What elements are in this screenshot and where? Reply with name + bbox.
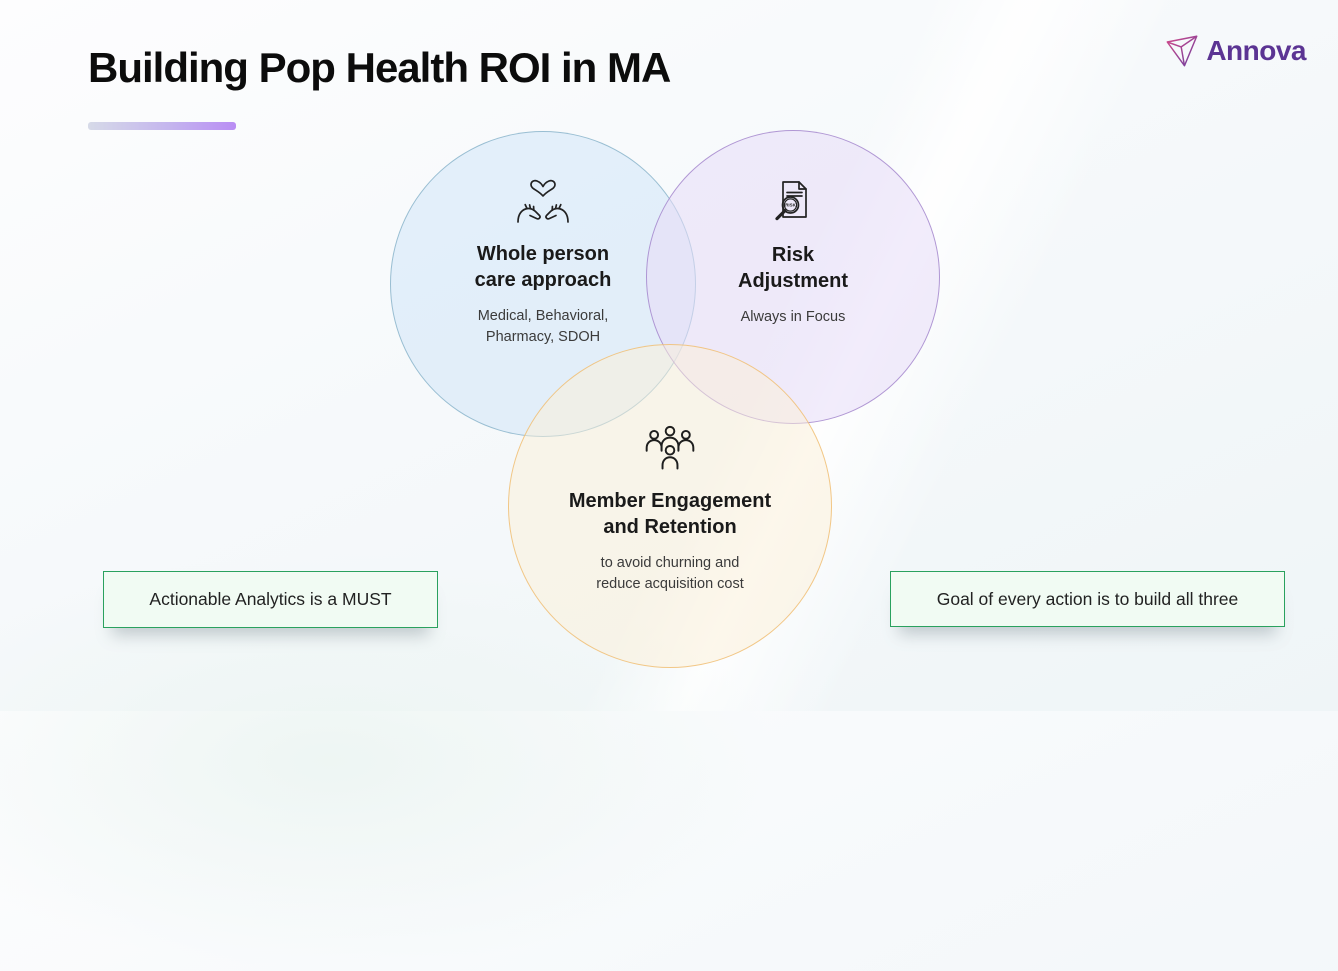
- callout-goal-all-three-text: Goal of every action is to build all thr…: [936, 588, 1239, 609]
- risk-document-magnifier-icon: RISK: [770, 179, 816, 225]
- circle-subtitle-risk-adjustment: Always in Focus: [740, 308, 846, 325]
- svg-text:RISK: RISK: [785, 203, 796, 208]
- callout-goal-all-three: Goal of every action is to build all thr…: [890, 571, 1285, 627]
- people-group-icon: [642, 423, 698, 471]
- circle-title-risk-adjustment: Risk Adjustment: [738, 244, 848, 293]
- circle-subtitle-member-engagement: to avoid churning and reduce acquisition…: [596, 554, 744, 592]
- title-underline-accent: [88, 122, 236, 130]
- page-title: Building Pop Health ROI in MA: [88, 44, 671, 91]
- venn-circle-member-engagement: Member Engagement and Retention to avoid…: [508, 344, 832, 668]
- circle-title-whole-person-care: Whole person care approach: [474, 243, 612, 292]
- hands-holding-heart-icon: [515, 176, 571, 224]
- annova-logo-text: Annova: [1206, 35, 1306, 66]
- annova-logo-icon: [1164, 33, 1200, 69]
- circle-subtitle-whole-person-care: Medical, Behavioral, Pharmacy, SDOH: [477, 307, 609, 345]
- callout-actionable-analytics-text: Actionable Analytics is a MUST: [149, 589, 392, 609]
- callout-actionable-analytics: Actionable Analytics is a MUST: [103, 571, 438, 628]
- annova-logo: Annova: [1164, 33, 1306, 69]
- circle-title-member-engagement: Member Engagement and Retention: [568, 490, 772, 539]
